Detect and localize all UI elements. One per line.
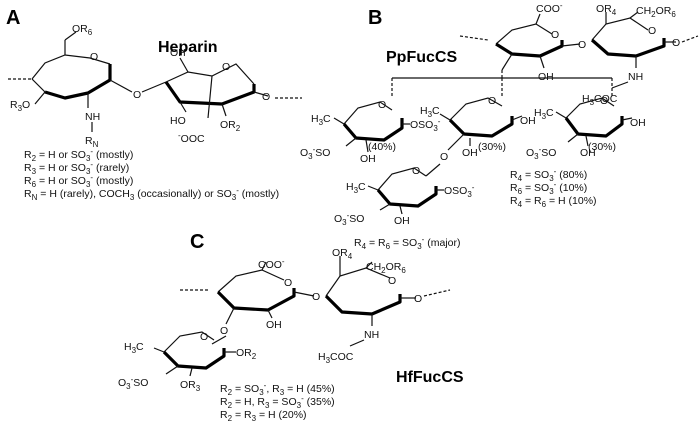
- panel-a-note-3: R6 = H or SO3- (mostly): [24, 173, 133, 189]
- atom-h3coc-c: H3COC: [318, 351, 354, 365]
- galnac-ring-b: OR4 CH2OR6 O NH H3COC O: [582, 3, 680, 107]
- atom-or2-fc: OR2: [236, 347, 257, 361]
- panel-b-note-1: R4 = SO3- (80%): [510, 167, 587, 183]
- atom-glyco-o: O: [133, 89, 141, 101]
- panel-c-top-note: R4 = R6 = SO3- (major): [354, 235, 461, 251]
- branch-pct-1: (40%): [368, 141, 396, 153]
- atom-nh-c: NH: [364, 329, 379, 341]
- b-chain-end-left: [459, 35, 489, 41]
- atom-o-c-link: O: [220, 325, 228, 337]
- atom-oso3-f4: OSO3-: [444, 183, 475, 199]
- atom-o-ring-2: O: [222, 61, 230, 73]
- atom-oh-f3b: OH: [630, 117, 646, 129]
- atom-h3c-f4: H3C: [346, 181, 366, 195]
- atom-or4-b: OR4: [596, 3, 617, 17]
- panel-b-note-3: R4 = R6 = H (10%): [510, 195, 597, 209]
- atom-h3c-fc: H3C: [124, 341, 144, 355]
- atom-h3c-f2: H3C: [420, 105, 440, 119]
- panel-c-note-1: R2 = SO3-, R3 = H (45%): [220, 381, 335, 397]
- atom-o-f2: O: [488, 95, 496, 107]
- glcn-ring: OR6 O R3O NH RN O: [10, 23, 141, 149]
- panel-b-notes: R4 = SO3- (80%) R6 = SO3- (10%) R4 = R6 …: [510, 167, 597, 209]
- panel-b-title: PpFucCS: [386, 49, 457, 66]
- panel-c-note-2: R2 = H, R3 = SO3- (35%): [220, 394, 335, 410]
- atom-nh-b: NH: [628, 71, 643, 83]
- atom-o-f3: O: [600, 95, 608, 107]
- panel-c-note-3: R2 = R3 = H (20%): [220, 409, 307, 423]
- panel-a-note-2: R3 = H or SO3- (rarely): [24, 160, 129, 176]
- atom-oh-f4: OH: [394, 215, 410, 227]
- panel-c-title: HfFucCS: [396, 369, 464, 386]
- atom-ch2or6-c: CH2OR6: [366, 261, 406, 275]
- atom-o-fc: O: [200, 331, 208, 343]
- atom-or3-fc: OR3: [180, 379, 201, 393]
- atom-h3c-f1: H3C: [311, 113, 331, 127]
- atom-o-c-bridge: O: [312, 291, 320, 303]
- atom-o3so-fc: O3-SO: [118, 375, 148, 391]
- panel-a-letter: A: [6, 7, 20, 29]
- atom-or2: OR2: [220, 119, 241, 133]
- atom-o-b-link: O: [578, 39, 586, 51]
- panel-a-note-1: R2 = H or SO3- (mostly): [24, 147, 133, 163]
- fucose-3: O H3C O3-SO OH OH (30%): [526, 95, 646, 161]
- atom-o-b2: O: [648, 25, 656, 37]
- branch-bracket: [391, 70, 613, 98]
- atom-or6: OR6: [72, 23, 93, 37]
- panel-a-note-4: RN = H (rarely), COCH3 (occasionally) or…: [24, 186, 279, 202]
- atom-o-c1: O: [284, 277, 292, 289]
- atom-o3so-f3: O3-SO: [526, 145, 556, 161]
- atom-o-b1: O: [551, 29, 559, 41]
- atom-o-c-end: O: [414, 293, 422, 305]
- atom-oh-f2a: OH: [462, 147, 478, 159]
- atom-oh: OH: [170, 47, 186, 59]
- panel-c-notes: R2 = SO3-, R3 = H (45%) R2 = H, R3 = SO3…: [220, 381, 335, 423]
- atom-oh-f2b: OH: [520, 115, 536, 127]
- atom-oh-f1: OH: [360, 153, 376, 165]
- atom-hooc: HO: [170, 115, 186, 127]
- fucose-4: O H3C O3-SO OH OSO3-: [334, 163, 475, 227]
- atom-o-b-end: O: [672, 37, 680, 49]
- panel-a-notes: R2 = H or SO3- (mostly) R3 = H or SO3- (…: [24, 147, 279, 202]
- atom-oh-f3a: OH: [580, 147, 596, 159]
- c-chain-end-right: [423, 289, 451, 297]
- atom-ch2or6-b: CH2OR6: [636, 5, 676, 19]
- atom-oh-b1: OH: [538, 71, 554, 83]
- b-chain-end-right: [681, 35, 699, 43]
- atom-o-f1: O: [378, 99, 386, 111]
- atom-oh-c1: OH: [266, 319, 282, 331]
- atom-o3so-f4: O3-SO: [334, 211, 364, 227]
- fucose-c: O H3C O3-SO OR3 OR2: [118, 331, 257, 393]
- fucose-2: O H3C O OH OH (30%): [420, 95, 536, 163]
- atom-o-f4: O: [412, 165, 420, 177]
- atom-ooc: -OOC: [178, 131, 205, 145]
- panel-b-note-2: R6 = SO3- (10%): [510, 180, 587, 196]
- panel-a-title: Heparin: [158, 39, 218, 56]
- atom-r3o: R3O: [10, 99, 30, 113]
- atom-o-ring: O: [90, 51, 98, 63]
- atom-o3so-f1: O3-SO: [300, 145, 330, 161]
- atom-o-f2-link: O: [440, 151, 448, 163]
- panel-c-letter: C: [190, 231, 204, 253]
- atom-nh: NH: [85, 111, 100, 123]
- idoa-ring: O OH HO -OOC OR2 O: [141, 47, 270, 145]
- galnac-ring-c: OR4 CH2OR6 O NH H3COC O: [318, 247, 422, 365]
- glca-ring-c: COO- O O OH O: [216, 257, 320, 337]
- panel-b-letter: B: [368, 7, 382, 29]
- atom-coo-c: COO-: [258, 257, 285, 271]
- atom-h3c-f3: H3C: [534, 107, 554, 121]
- fucose-1: O H3C O3-SO OH OSO3- (40%): [300, 99, 441, 165]
- branch-pct-3: (30%): [588, 141, 616, 153]
- atom-o-end: O: [262, 91, 270, 103]
- atom-coo-b: COO-: [536, 1, 563, 15]
- atom-o-c2: O: [388, 275, 396, 287]
- branch-pct-2: (30%): [478, 141, 506, 153]
- glca-ring-b: COO- O OH O: [495, 1, 586, 83]
- atom-or4-c: OR4: [332, 247, 353, 261]
- atom-oso3-f1: OSO3-: [410, 117, 441, 133]
